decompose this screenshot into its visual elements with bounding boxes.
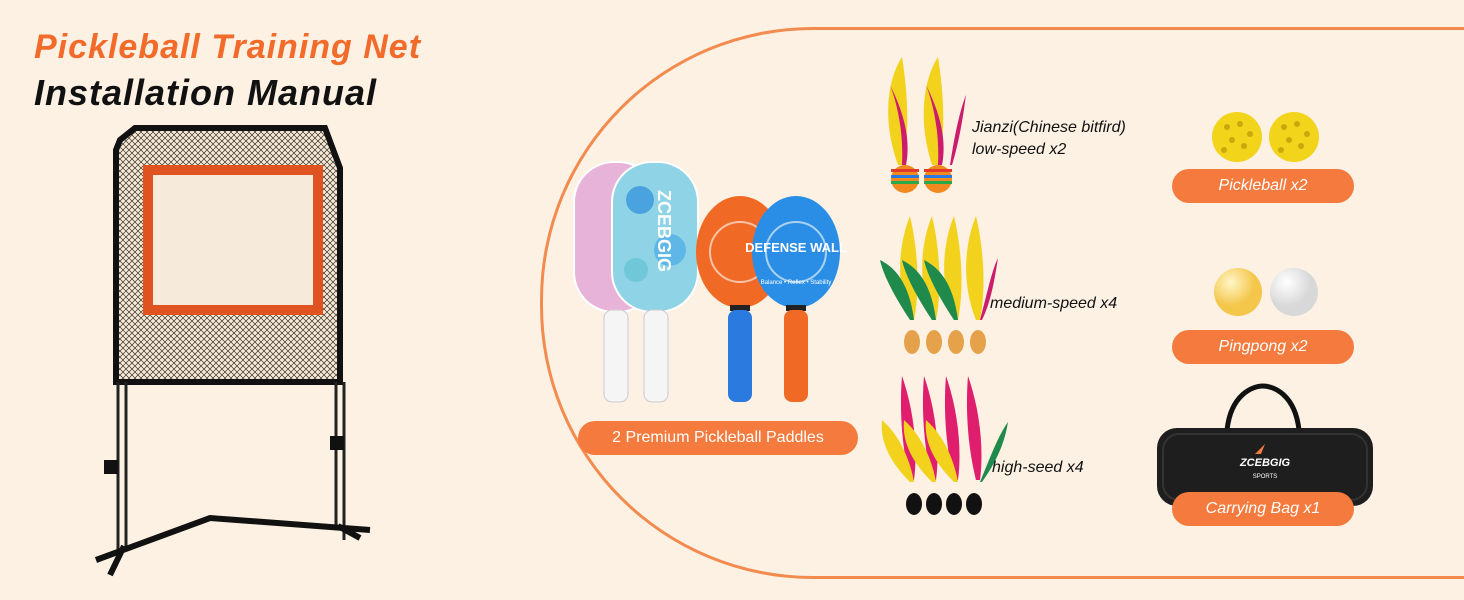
pickleball-label: Pickleball x2 xyxy=(1172,169,1354,203)
page-title-line2: Installation Manual xyxy=(34,72,378,113)
jianzi-low-speed-label: Jianzi(Chinese bitfird) low-speed x2 xyxy=(972,117,1126,161)
page-title-line1: Pickleball Training Net xyxy=(34,28,422,66)
bag-brand-text: ZCEBGIG xyxy=(1239,457,1291,469)
paddle-face-text: DEFENSE WALL xyxy=(745,240,847,255)
pingpong-image xyxy=(1214,268,1318,316)
jianzi-high-speed-image xyxy=(881,376,1008,515)
jianzi-medium-speed-line1: medium-speed x4 xyxy=(990,295,1118,312)
training-net-illustration xyxy=(94,125,371,577)
jianzi-medium-speed-label: medium-speed x4 xyxy=(990,293,1117,315)
pingpong-label: Pingpong x2 xyxy=(1172,330,1354,364)
paddles-label: 2 Premium Pickleball Paddles xyxy=(578,421,858,455)
paddle-face-subtext: Balance • Reflex • Stability xyxy=(761,280,832,286)
bag-sub-text: SPORTS xyxy=(1253,474,1278,480)
jianzi-low-speed-line1: Jianzi(Chinese bitfird) xyxy=(972,119,1126,136)
carrying-bag-label: Carrying Bag x1 xyxy=(1172,492,1354,526)
paddle-brand-text: ZCEBGIG xyxy=(654,190,674,272)
carrying-bag-image: ZCEBGIG SPORTS xyxy=(1157,383,1373,506)
jianzi-low-speed-image xyxy=(888,57,966,193)
paddles-image: ZCEBGIG DEFENSE WALL Balance • Reflex • … xyxy=(573,161,847,403)
jianzi-low-speed-line2: low-speed x2 xyxy=(972,141,1067,158)
jianzi-high-speed-label: high-seed x4 xyxy=(992,457,1084,479)
pickleball-image xyxy=(1212,112,1319,162)
jianzi-high-speed-line1: high-seed x4 xyxy=(992,459,1084,476)
jianzi-medium-speed-image xyxy=(880,216,998,354)
